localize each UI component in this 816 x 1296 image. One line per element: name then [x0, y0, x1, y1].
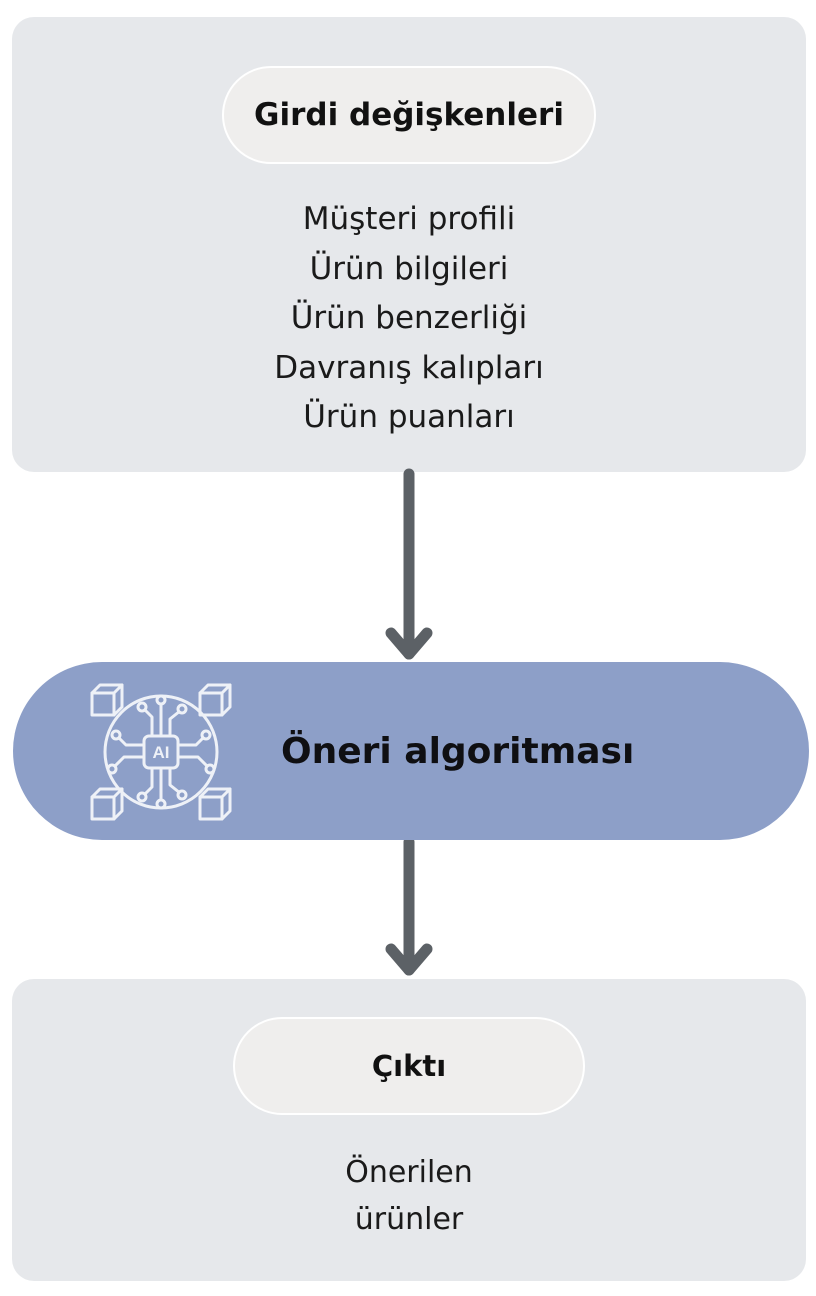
- input-variable-list: Müşteri profili Ürün bilgileri Ürün benz…: [12, 195, 806, 443]
- arrow-head: [385, 627, 433, 660]
- arrow-head: [385, 943, 433, 976]
- input-variable-item: Ürün benzerliği: [290, 300, 528, 336]
- input-variable-item: Davranış kalıpları: [274, 349, 544, 386]
- cube-icon: [90, 787, 124, 821]
- output-title: Çıktı: [233, 1017, 585, 1115]
- output-description: Önerilen ürünler: [12, 1149, 806, 1243]
- ai-chip-text: AI: [153, 743, 170, 762]
- ai-chip-icon: AI: [90, 683, 232, 821]
- input-title: Girdi değişkenleri: [222, 66, 596, 164]
- input-variable-item: Müşteri profili: [302, 201, 516, 237]
- algorithm-label: Öneri algoritması: [281, 730, 635, 772]
- cube-icon: [198, 683, 232, 717]
- output-line: Önerilen: [345, 1155, 473, 1190]
- recommendation-algorithm-bar: AI Öneri algoritması: [13, 662, 809, 840]
- cube-icon: [198, 787, 232, 821]
- output-panel: Çıktı Önerilen ürünler: [12, 979, 806, 1281]
- input-variable-item: Ürün puanları: [303, 399, 515, 435]
- cube-icon: [90, 683, 124, 717]
- input-variables-panel: Girdi değişkenleri Müşteri profili Ürün …: [12, 17, 806, 472]
- input-variable-item: Ürün bilgileri: [309, 250, 509, 287]
- output-line: ürünler: [354, 1202, 464, 1237]
